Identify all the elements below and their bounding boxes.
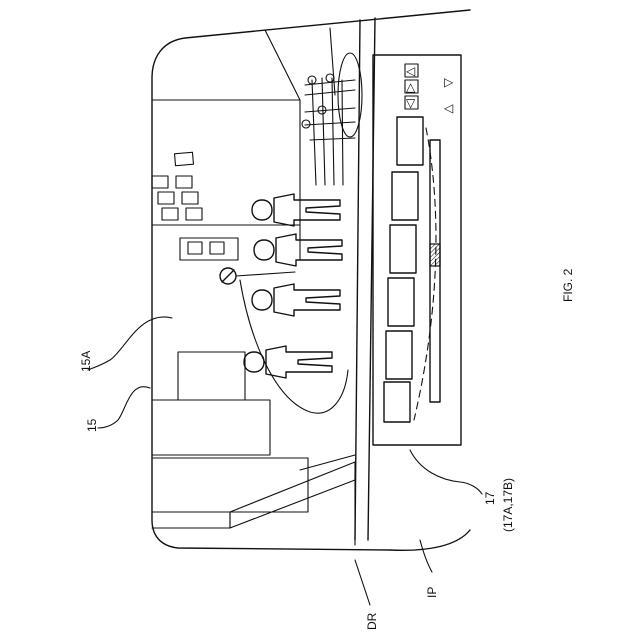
label-15A: 15A bbox=[79, 351, 93, 372]
windshield-outline bbox=[152, 10, 470, 550]
scene-frame-right bbox=[355, 18, 375, 540]
slider-thumb[interactable] bbox=[430, 244, 440, 266]
leader-17 bbox=[410, 450, 482, 494]
thumbnail-4[interactable] bbox=[388, 278, 414, 326]
pedestrian-4 bbox=[244, 346, 332, 378]
stacked-blocks bbox=[152, 352, 355, 545]
control-button-up-glyph: △ bbox=[406, 80, 416, 94]
reference-labels: 15A 15 17 (17A,17B) IP DR FIG. 2 bbox=[79, 268, 575, 630]
thumbnail-5[interactable] bbox=[386, 331, 412, 379]
leader-15 bbox=[98, 387, 150, 428]
label-17AB: (17A,17B) bbox=[501, 478, 515, 532]
building-windows bbox=[152, 152, 238, 260]
thumbnail-1[interactable] bbox=[397, 117, 423, 165]
label-17: 17 bbox=[483, 491, 497, 505]
pedestrian-3 bbox=[252, 284, 340, 316]
thumbnail-3[interactable] bbox=[390, 225, 416, 273]
leader-IP bbox=[420, 540, 432, 572]
label-15: 15 bbox=[85, 418, 99, 432]
display-panel-17: ◁ △ ▽ ▷ ◁ bbox=[373, 55, 461, 445]
leader-15A bbox=[88, 317, 172, 370]
control-button-down-glyph: ▽ bbox=[406, 96, 416, 110]
pedestrian-figures bbox=[244, 194, 342, 378]
leader-DR bbox=[355, 560, 370, 605]
thumbnail-2[interactable] bbox=[392, 172, 418, 220]
control-buttons: ◁ △ ▽ ▷ ◁ bbox=[405, 64, 454, 125]
pedestrian-1 bbox=[252, 194, 340, 226]
building-top bbox=[152, 30, 300, 260]
label-DR: DR bbox=[365, 612, 379, 630]
stool-structure bbox=[302, 53, 362, 185]
no-entry-sign bbox=[220, 268, 295, 284]
thumbnail-strip bbox=[384, 117, 423, 422]
scene-15A bbox=[152, 18, 375, 545]
nav-arrow-back-icon[interactable]: ◁ bbox=[444, 101, 454, 115]
label-IP: IP bbox=[425, 587, 439, 598]
nav-arrow-forward-icon[interactable]: ▷ bbox=[444, 75, 454, 89]
reference-leaders bbox=[88, 317, 482, 605]
control-button-left-glyph: ◁ bbox=[406, 64, 416, 78]
thumbnail-6[interactable] bbox=[384, 382, 410, 422]
walkway-ellipse bbox=[240, 280, 348, 413]
pedestrian-2 bbox=[254, 234, 342, 266]
figure-caption: FIG. 2 bbox=[561, 268, 575, 302]
